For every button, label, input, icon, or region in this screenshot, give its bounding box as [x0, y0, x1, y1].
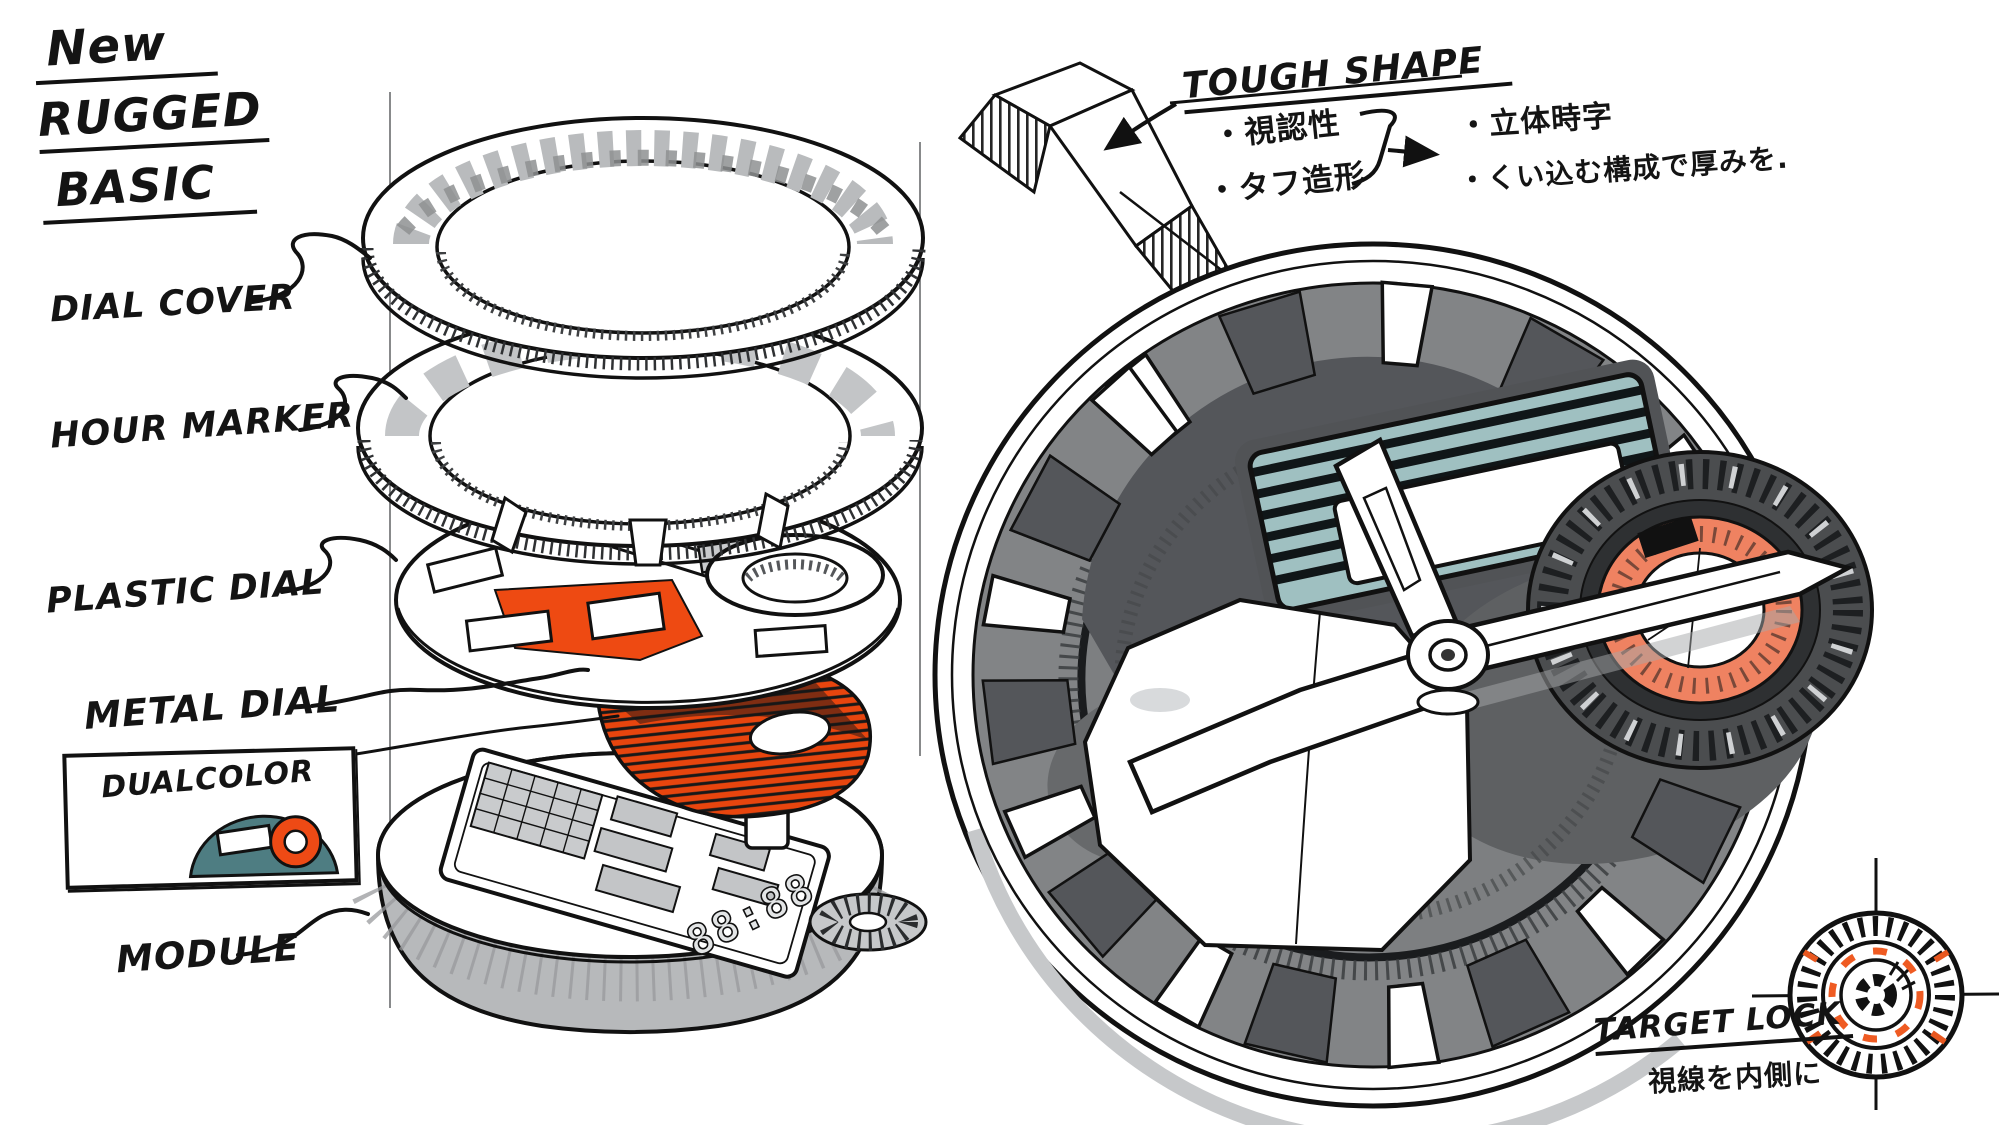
title-line-1: New [32, 12, 218, 86]
page-title: New RUGGED BASIC [32, 10, 273, 225]
hour-marker-sketch [356, 308, 924, 567]
module-speaker [808, 892, 928, 952]
tough-shape-sketch [957, 61, 1463, 304]
watch-hands [1127, 436, 1855, 815]
bullet-bracket [1351, 108, 1440, 186]
plastic-dial-subring [705, 533, 885, 617]
dualcolor-dome-drawing [188, 814, 340, 879]
module-sketch: 88:88 [352, 735, 928, 1034]
dualcolor-box: DUALCOLOR [62, 746, 359, 890]
target-lock-sketch [1751, 858, 2000, 1110]
watch-face-sketch [932, 241, 1874, 1125]
leader-arrows [236, 232, 620, 957]
dial-cover-sketch [360, 116, 926, 380]
title-line-3: BASIC [40, 152, 258, 225]
title-line-2: RUGGED [36, 81, 270, 154]
